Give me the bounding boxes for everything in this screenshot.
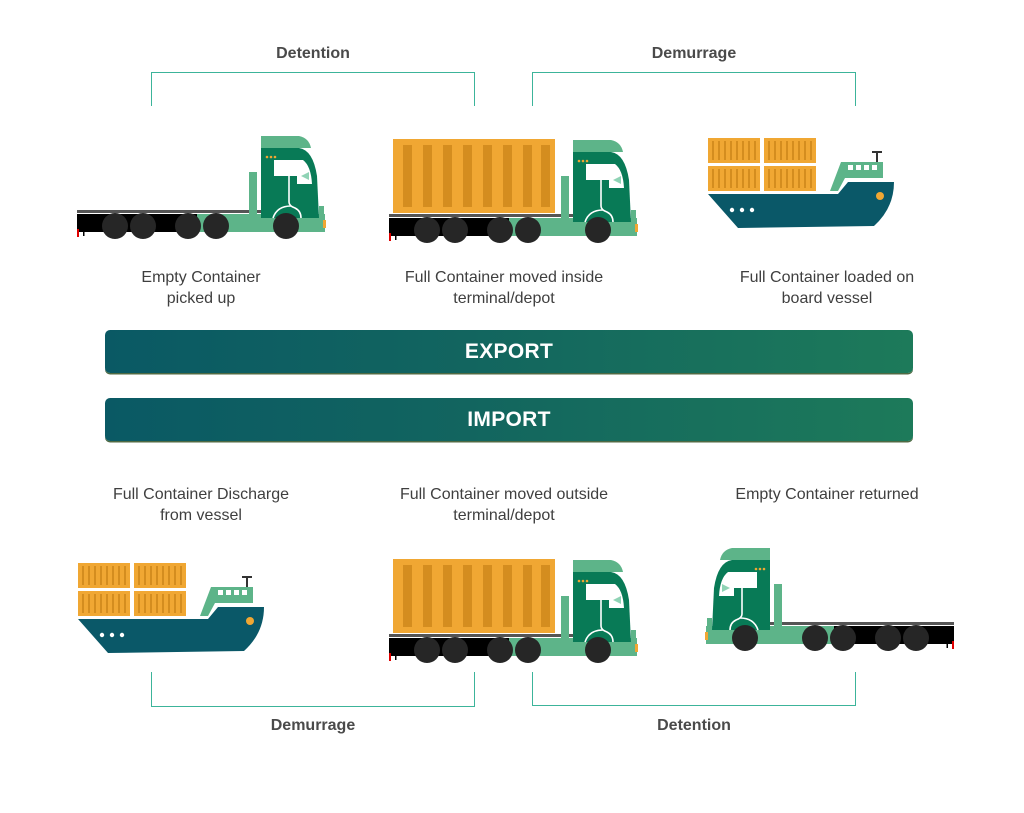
import-demurrage-bracket: [151, 672, 475, 707]
export-step-2-label: Full Container moved inside terminal/dep…: [404, 269, 604, 307]
export-bar-label: EXPORT: [464, 339, 554, 363]
truck-container-icon: [389, 139, 639, 246]
import-detention-bracket: [532, 672, 856, 706]
export-detention-label: Detention: [276, 45, 350, 62]
truck-empty-icon: [77, 136, 327, 242]
import-bar-label: IMPORT: [467, 407, 551, 431]
import-step-2-label: Full Container moved outside terminal/de…: [399, 486, 609, 524]
ship-icon: [708, 138, 894, 230]
import-step-1-label: Full Container Discharge from vessel: [112, 486, 290, 524]
import-bar: IMPORT: [105, 398, 913, 441]
export-bar: EXPORT: [105, 330, 913, 373]
import-detention-label: Detention: [657, 717, 731, 734]
ship-icon: [78, 563, 264, 655]
export-demurrage-label: Demurrage: [651, 45, 737, 62]
truck-container-icon: [389, 559, 639, 666]
export-detention-bracket: [151, 72, 475, 106]
import-step-3-label: Empty Container returned: [735, 486, 919, 503]
export-demurrage-bracket: [532, 72, 856, 106]
export-step-1-label: Empty Container picked up: [141, 269, 261, 307]
export-step-3-label: Full Container loaded on board vessel: [739, 269, 915, 307]
import-demurrage-label: Demurrage: [270, 717, 356, 734]
truck-empty-icon: [704, 548, 954, 654]
